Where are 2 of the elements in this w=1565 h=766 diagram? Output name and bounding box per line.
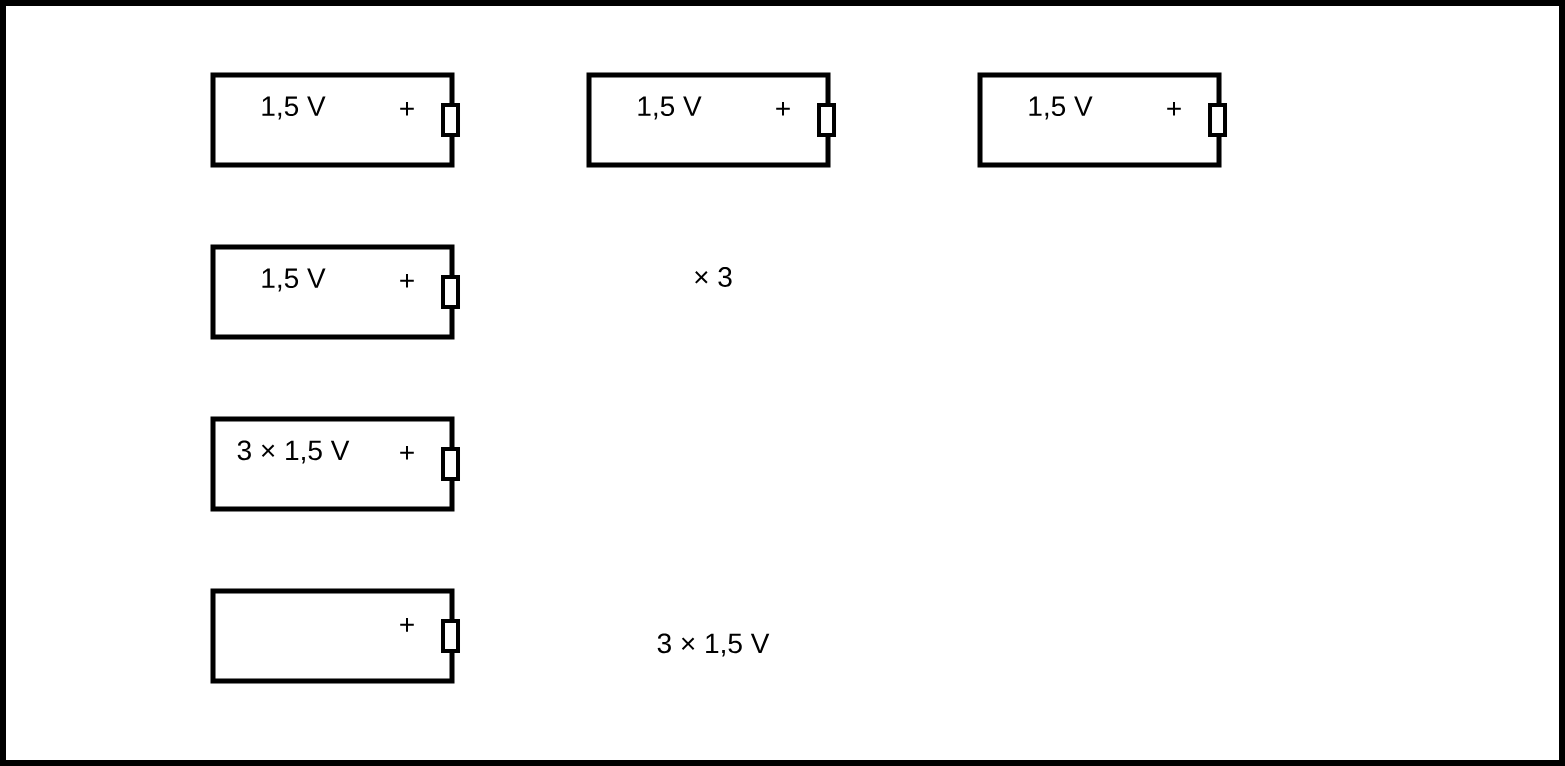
text-label: 3 × 1,5 V	[657, 633, 770, 657]
text-label: × 3	[695, 267, 732, 287]
